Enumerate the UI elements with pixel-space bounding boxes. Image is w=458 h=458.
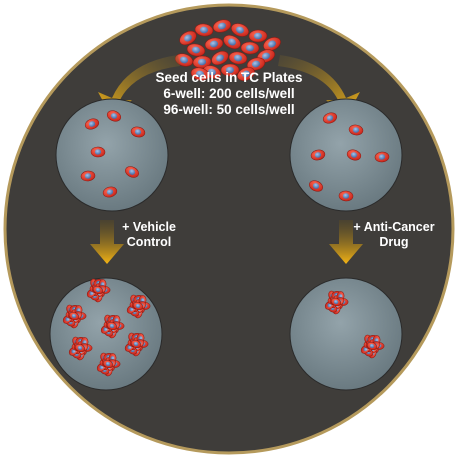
seed-cell <box>246 57 266 71</box>
single-cell <box>346 149 362 161</box>
colony-cell <box>92 285 104 295</box>
colony-cell <box>130 339 142 349</box>
cell-colonies <box>62 278 385 377</box>
single-cell <box>125 166 139 178</box>
cell-colony <box>126 294 151 319</box>
drug-line1: + Anti-Cancer <box>353 220 435 234</box>
cell-colony <box>62 304 87 329</box>
seed-cell <box>248 29 268 43</box>
anti-cancer-drug-label: + Anti-Cancer Drug <box>344 220 444 250</box>
single-cell <box>106 110 122 122</box>
down-arrow-right <box>329 220 363 264</box>
seed-cell <box>186 43 206 57</box>
cell-colony <box>124 332 149 357</box>
single-cell <box>80 170 96 182</box>
drug-line2: Drug <box>379 235 409 249</box>
down-arrow-left <box>90 220 124 264</box>
plate-bottom-right <box>289 277 403 391</box>
single-cell <box>102 186 118 198</box>
seed-cell <box>212 19 232 33</box>
colony-cell <box>68 311 80 321</box>
seed-cell-cluster <box>174 19 281 81</box>
seed-instructions: Seed cells in TC Plates 6-well: 200 cell… <box>134 70 324 118</box>
single-cell <box>338 190 354 202</box>
colony-cell <box>106 321 118 331</box>
cell-colony <box>324 290 349 315</box>
single-cell <box>322 112 338 124</box>
cell-colony <box>360 334 385 359</box>
single-cell <box>130 126 146 138</box>
seed-cell <box>192 55 212 69</box>
colony-cell <box>74 343 86 353</box>
seed-cell <box>204 37 224 51</box>
seed-cell <box>211 50 229 66</box>
seed-cell <box>228 51 248 65</box>
single-cell <box>374 151 390 163</box>
single-cell <box>90 146 106 158</box>
single-cell <box>84 118 100 130</box>
colony-cell <box>366 341 378 351</box>
cell-colony <box>86 278 111 303</box>
seed-cell <box>223 35 241 49</box>
seeded-single-cells <box>80 110 390 202</box>
seed-cell <box>194 23 214 37</box>
seed-cell <box>220 63 240 77</box>
vehicle-control-label: + Vehicle Control <box>104 220 194 250</box>
seed-cell <box>237 67 255 81</box>
seed-6-well: 6-well: 200 cells/well <box>163 86 295 101</box>
seed-cell <box>190 67 210 81</box>
seed-cell <box>263 37 281 51</box>
seed-title: Seed cells in TC Plates <box>155 70 303 85</box>
seed-cell <box>240 41 260 55</box>
seed-cell <box>231 23 249 37</box>
cell-colony <box>96 352 121 377</box>
seed-96-well: 96-well: 50 cells/well <box>163 102 295 117</box>
vehicle-line1: + Vehicle <box>122 220 176 234</box>
cell-colony <box>100 314 125 339</box>
plate-top-left <box>55 98 169 212</box>
cell-colony <box>68 336 93 361</box>
single-cell <box>310 149 326 161</box>
vehicle-line2: Control <box>126 235 172 249</box>
colony-cell <box>102 359 114 369</box>
single-cell <box>348 124 364 136</box>
colony-cell <box>330 297 342 307</box>
single-cell <box>309 180 323 192</box>
colony-cell <box>132 301 144 311</box>
seed-cell <box>179 30 197 46</box>
